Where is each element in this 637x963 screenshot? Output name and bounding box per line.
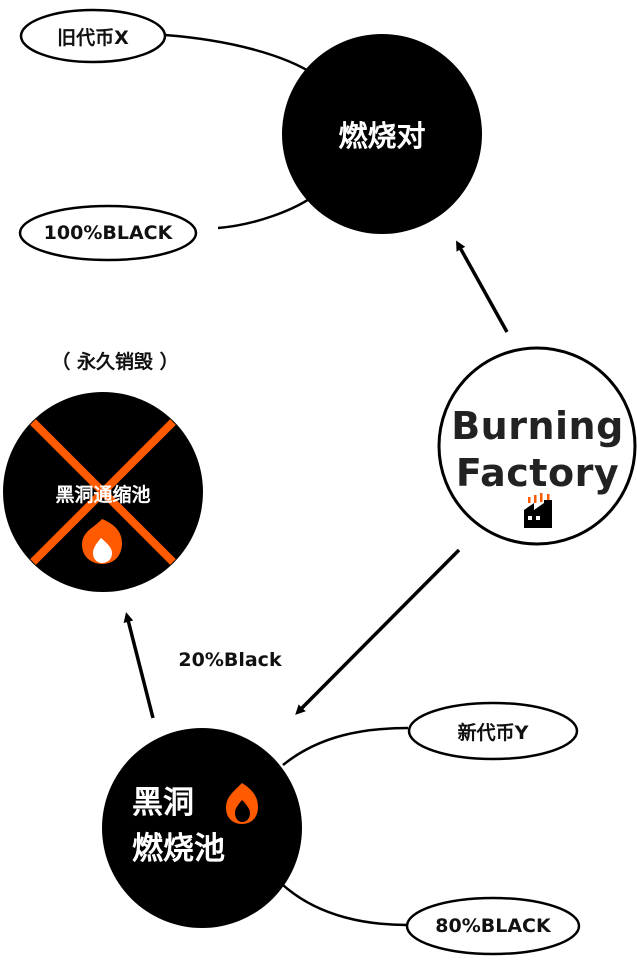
flame-icon xyxy=(82,519,122,564)
burn-pool-flame-icon xyxy=(226,783,258,824)
factory-icon xyxy=(524,493,552,528)
burn-pool-label-line1: 黑洞 xyxy=(132,785,194,821)
burn-pool-circle xyxy=(102,728,302,928)
connector-80-black xyxy=(282,884,408,927)
factory-circle xyxy=(437,346,637,546)
connector-100-black xyxy=(217,193,316,230)
hundred-black-label: 100%BLACK xyxy=(43,222,173,244)
burn-pair-label: 燃烧对 xyxy=(338,119,426,153)
blackhole-pool-label: 黑洞通缩池 xyxy=(55,483,151,506)
hundred-black-pill xyxy=(18,204,198,262)
arrow-factory-to-burn-pair xyxy=(456,240,509,333)
eighty-black-label: 80%BLACK xyxy=(435,915,551,937)
permanent-destroy-note: （ 永久销毁 ） xyxy=(51,350,179,373)
new-coin-pill xyxy=(407,701,579,761)
arrow-burn-pool-to-blackhole xyxy=(123,612,155,719)
blackhole-pool xyxy=(3,392,203,592)
connector-new-coin xyxy=(282,726,409,766)
eighty-black-pill xyxy=(405,896,581,956)
new-coin-label: 新代币Y xyxy=(457,721,529,744)
factory-label-line2: Factory xyxy=(455,451,620,495)
twenty-black-label: 20%Black xyxy=(178,649,282,671)
connector-old-coin xyxy=(164,33,316,77)
burn-pool-label-line2: 燃烧池 xyxy=(132,831,225,867)
factory-label-line1: Burning xyxy=(451,404,624,448)
arrow-factory-to-burn-pool xyxy=(295,548,461,715)
old-coin-label: 旧代币X xyxy=(57,26,129,49)
burn-pair-circle xyxy=(282,34,482,234)
old-coin-pill xyxy=(19,8,167,64)
